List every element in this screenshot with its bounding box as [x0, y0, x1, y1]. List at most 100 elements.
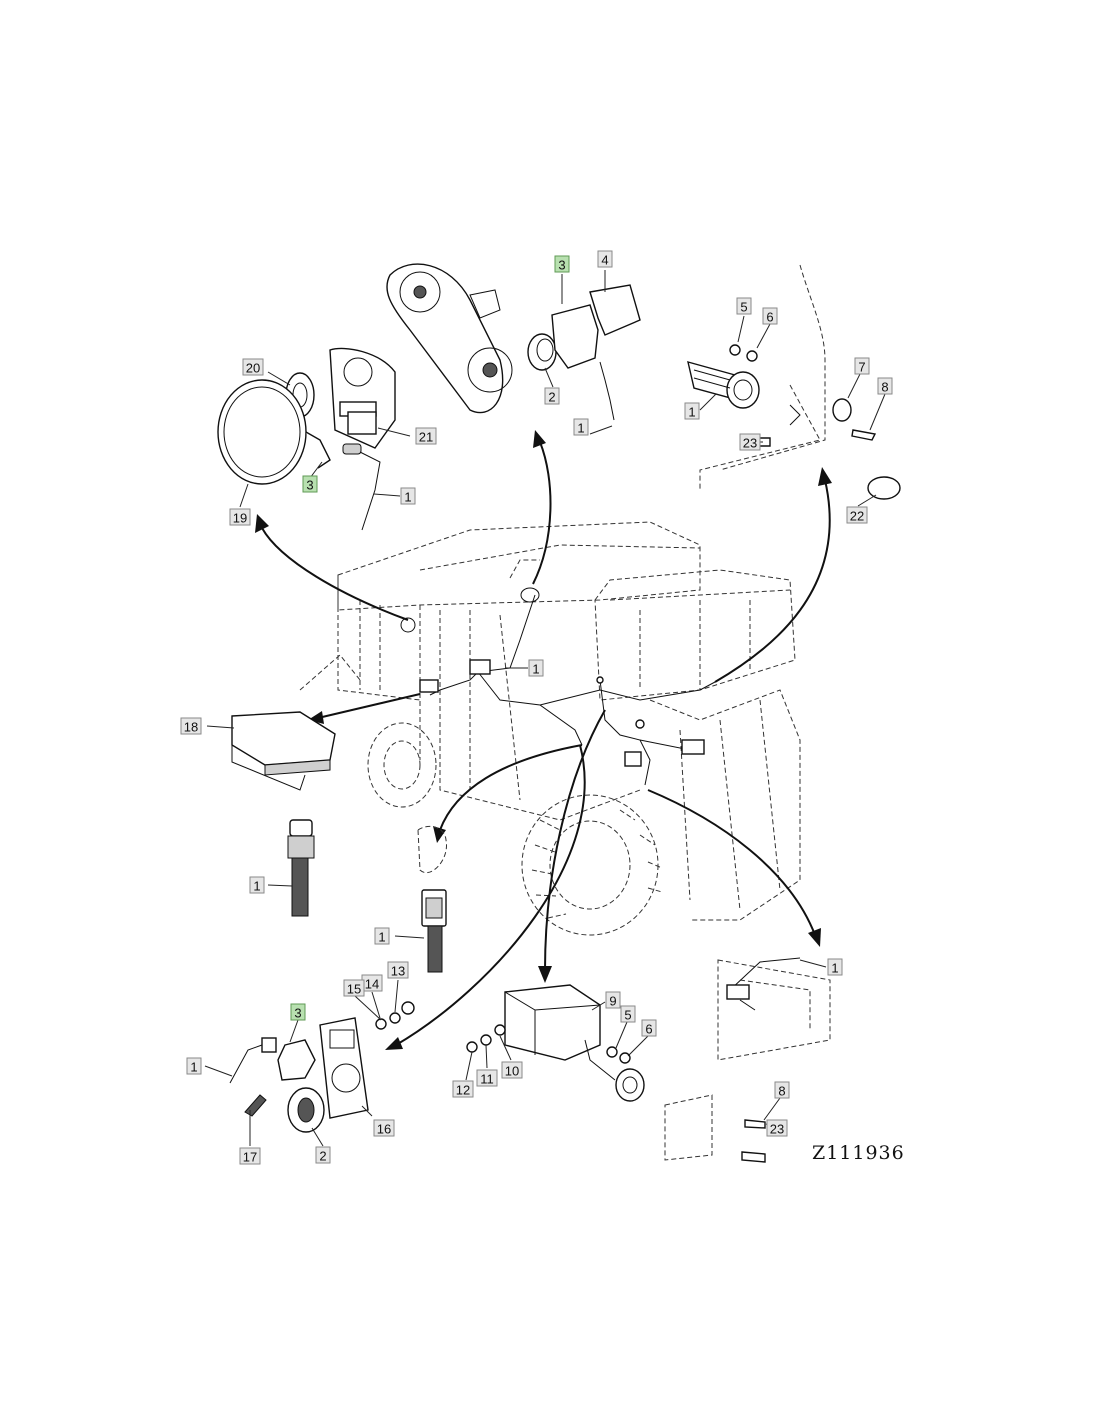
callout-number: 3 [558, 258, 565, 273]
callout-number: 5 [740, 300, 747, 315]
callout-box [736, 297, 752, 315]
callout-box [476, 1069, 498, 1087]
callout-box [374, 927, 390, 945]
callout-c1-left-top: 1 [400, 487, 416, 505]
callout-number: 23 [743, 436, 757, 451]
bulkhead-connector-assembly [687, 264, 901, 500]
callout-c15: 15 [343, 979, 365, 997]
callout-number: 1 [688, 405, 695, 420]
electronic-module-assembly [466, 984, 766, 1163]
callout-number: 10 [505, 1064, 519, 1079]
callout-number: 12 [456, 1083, 470, 1098]
callout-box [343, 979, 365, 997]
callout-box [452, 1080, 474, 1098]
callout-number: 21 [419, 430, 433, 445]
speed-sensor-bracket-assembly [229, 1001, 415, 1133]
callout-number: 4 [601, 253, 608, 268]
callout-c20: 20 [242, 358, 264, 376]
callout-number: 1 [404, 490, 411, 505]
callout-box [762, 307, 778, 325]
callout-c17: 17 [239, 1147, 261, 1165]
callout-box [620, 1005, 636, 1023]
callout-box [854, 357, 870, 375]
callout-number: 13 [391, 964, 405, 979]
callout-box [239, 1147, 261, 1165]
callout-box [774, 1081, 790, 1099]
control-module-assembly [231, 711, 336, 917]
callout-c2-top-center: 2 [544, 387, 560, 405]
callout-number: 7 [858, 360, 865, 375]
combine-harvester-outline [299, 521, 801, 936]
callout-number: 23 [770, 1122, 784, 1137]
callout-c10: 10 [501, 1061, 523, 1079]
callout-c7: 7 [854, 357, 870, 375]
callout-c12: 12 [452, 1080, 474, 1098]
callout-number: 5 [624, 1008, 631, 1023]
callout-box [573, 418, 589, 436]
callout-number: 1 [577, 421, 584, 436]
callout-c1-bottom-left: 1 [186, 1057, 202, 1075]
callout-box [739, 433, 761, 451]
callout-c1-top-center: 1 [573, 418, 589, 436]
callout-c3-left: 3 [302, 475, 318, 493]
callout-number: 8 [778, 1084, 785, 1099]
callout-c5-right: 5 [736, 297, 752, 315]
callout-box [766, 1119, 788, 1137]
callout-box [249, 876, 265, 894]
callout-c1-center-mid: 1 [374, 927, 390, 945]
callout-c18: 18 [180, 717, 202, 735]
callout-c1-harness: 1 [528, 659, 544, 677]
callout-c21: 21 [415, 427, 437, 445]
callout-c8-right: 8 [877, 377, 893, 395]
callout-box [373, 1119, 395, 1137]
callout-box [877, 377, 893, 395]
callout-box [387, 961, 409, 979]
callout-number: 9 [609, 994, 616, 1009]
callout-box [597, 250, 613, 268]
callout-box [605, 991, 621, 1009]
callout-number: 8 [881, 380, 888, 395]
callout-number: 3 [294, 1006, 301, 1021]
callout-box [846, 506, 868, 524]
callout-box [415, 427, 437, 445]
callout-number: 1 [253, 879, 260, 894]
callout-c9: 9 [605, 991, 621, 1009]
callout-number: 15 [347, 982, 361, 997]
work-lamp-assembly [217, 347, 396, 531]
callout-box [290, 1003, 306, 1021]
wiring-harness [419, 594, 716, 786]
callout-c23-right: 23 [739, 433, 761, 451]
callout-box [315, 1146, 331, 1164]
callout-c16: 16 [373, 1119, 395, 1137]
callout-box [544, 387, 560, 405]
callout-c1-right-top: 1 [684, 402, 700, 420]
callout-number: 2 [548, 390, 555, 405]
callout-number: 1 [378, 930, 385, 945]
callout-c1-bottom-right: 1 [827, 958, 843, 976]
callout-box [827, 958, 843, 976]
chain-drive-sensor-assembly [386, 263, 641, 421]
drawing-reference-number: Z111936 [812, 1142, 905, 1164]
callout-c4-top-center: 4 [597, 250, 613, 268]
leader-lines [204, 270, 886, 1147]
callout-number: 1 [532, 662, 539, 677]
plug-connector-assembly [417, 825, 447, 973]
callout-number: 16 [377, 1122, 391, 1137]
callout-box [554, 255, 570, 273]
callout-c14: 14 [361, 974, 383, 992]
callout-number: 6 [645, 1022, 652, 1037]
callout-c19: 19 [229, 508, 251, 526]
callout-number: 2 [319, 1149, 326, 1164]
callout-number: 11 [480, 1072, 494, 1087]
callout-box [242, 358, 264, 376]
callout-number: 18 [184, 720, 198, 735]
callout-box [302, 475, 318, 493]
callout-c3-bottom: 3 [290, 1003, 306, 1021]
callout-number: 3 [306, 478, 313, 493]
callout-number: 17 [243, 1150, 257, 1165]
callout-c1-left-mid: 1 [249, 876, 265, 894]
harness-detail-inset [717, 957, 831, 1061]
callout-c6-bottom: 6 [641, 1019, 657, 1037]
